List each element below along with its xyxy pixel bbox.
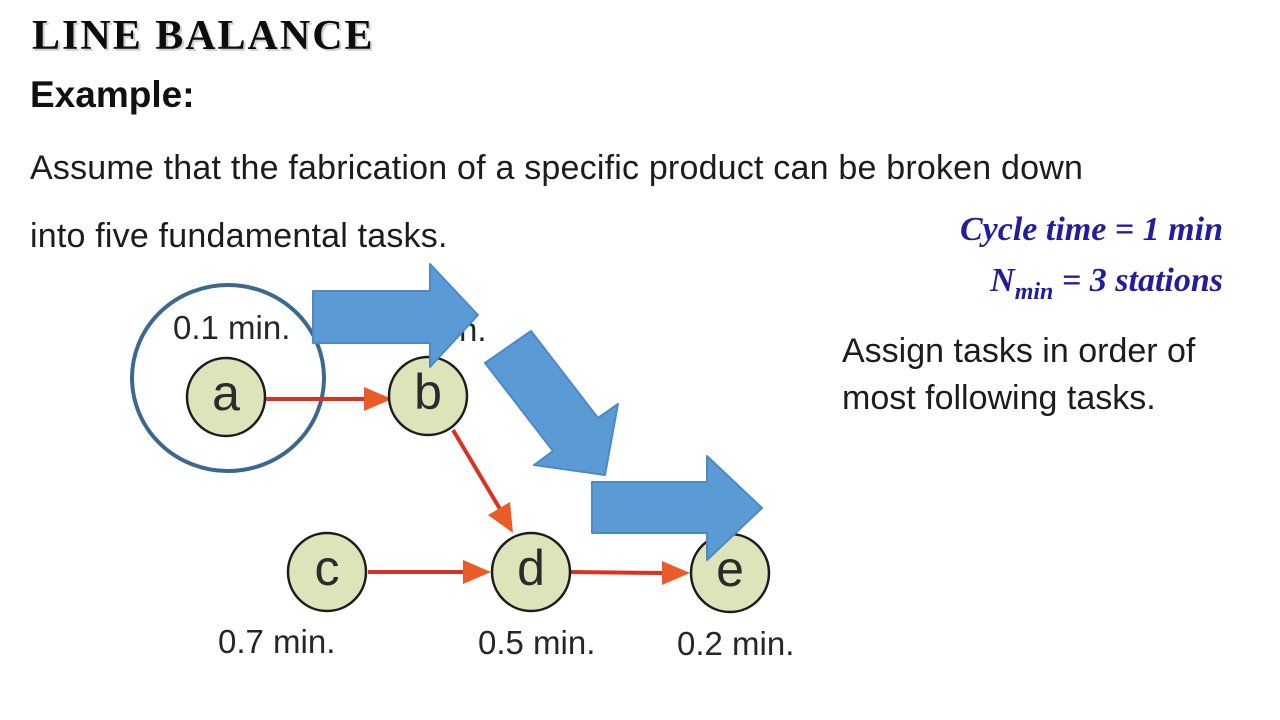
node-c-circle <box>286 531 368 613</box>
edge-a-b <box>266 387 392 411</box>
note-line-2: most following tasks. <box>842 379 1156 417</box>
cycle-time-equation: Cycle time = 1 min <box>959 211 1223 248</box>
intro-paragraph: Assume that the fabrication of a specifi… <box>30 134 1083 270</box>
flow-arrow-right-2-icon <box>591 455 763 561</box>
note-line-1: Assign tasks in order of <box>842 332 1196 370</box>
node-d-circle <box>490 531 572 613</box>
node-c: c <box>286 531 368 613</box>
slide-title: LINE BALANCE <box>32 13 375 59</box>
node-a: a <box>185 356 267 438</box>
node-e: e <box>689 532 771 614</box>
flow-arrow-down-right-icon <box>484 330 619 476</box>
station-highlight-circle <box>130 283 326 473</box>
node-d: d <box>490 531 572 613</box>
time-label-a: 0.1 min. <box>173 309 290 346</box>
edge-b-d <box>451 428 513 533</box>
node-a-circle <box>185 356 267 438</box>
intro-line-1: Assume that the fabrication of a specifi… <box>30 149 1084 187</box>
node-c-label: c <box>315 540 340 596</box>
edge-d-e <box>569 561 690 585</box>
edge-b-d-arrowhead-icon <box>488 502 513 533</box>
calc-block: Cycle time = 1 min Nmin = 3 stations <box>960 204 1223 306</box>
time-label-c: 0.7 min. <box>218 623 335 660</box>
edge-c-d <box>368 560 491 584</box>
node-e-label: e <box>716 541 744 597</box>
node-b-label: b <box>414 364 442 420</box>
assignment-note: Assign tasks in order of most following … <box>842 328 1195 422</box>
edge-d-e-line <box>569 570 663 575</box>
edge-a-b-arrowhead-icon <box>364 387 392 411</box>
nmin-subscript: min <box>1014 279 1054 305</box>
nmin-value: = 3 stations <box>1053 262 1223 299</box>
node-a-label: a <box>212 365 240 421</box>
intro-line-2: into five fundamental tasks. <box>30 217 448 255</box>
node-b: b <box>387 355 469 437</box>
node-d-label: d <box>517 540 545 596</box>
time-label-d: 0.5 min. <box>478 624 595 661</box>
node-b-circle <box>387 355 469 437</box>
flow-arrow-right-1-icon <box>312 263 479 368</box>
edge-c-d-arrowhead-icon <box>463 560 491 584</box>
edge-b-d-line <box>451 428 502 511</box>
nmin-symbol: N <box>990 262 1015 299</box>
example-heading: Example: <box>30 74 195 115</box>
edge-d-e-arrowhead-icon <box>662 561 690 585</box>
time-label-e: 0.2 min. <box>677 625 794 662</box>
nmin-equation: Nmin = 3 stations <box>960 255 1223 306</box>
